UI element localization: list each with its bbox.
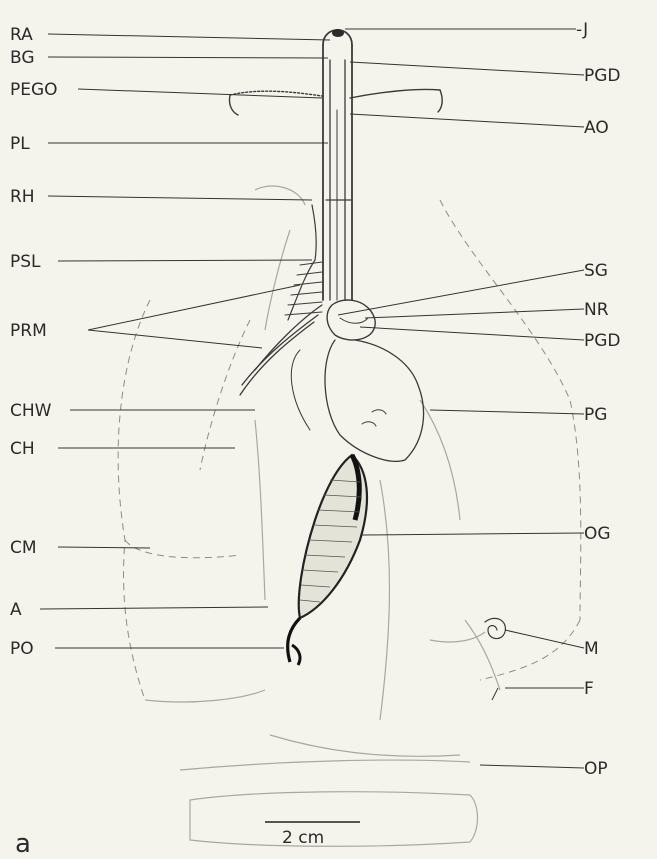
label-CHW: CHW [10, 401, 52, 421]
label-OG: OG [584, 524, 611, 544]
label-PEGO: PEGO [10, 80, 58, 100]
label-M: M [584, 639, 599, 659]
label-PL: PL [10, 134, 30, 154]
label-NR: NR [584, 300, 609, 320]
panel-letter: a [15, 829, 31, 859]
label-A: A [10, 600, 22, 620]
label-SG: SG [584, 261, 608, 281]
label-PSL: PSL [10, 252, 41, 272]
proboscis-gland [291, 340, 423, 461]
leader-lines-right [338, 29, 584, 768]
label-AO: AO [584, 118, 609, 138]
label-RA: RA [10, 25, 33, 45]
scale-bar-label: 2 cm [282, 828, 324, 848]
label-CM: CM [10, 538, 37, 558]
label-PGD-upper: PGD [584, 66, 621, 86]
label-RH: RH [10, 187, 35, 207]
scale-bar: 2 cm [265, 822, 360, 848]
proboscis [312, 29, 352, 300]
oesophageal-gland [288, 455, 367, 665]
label-PO: PO [10, 639, 34, 659]
label-J: -J [576, 20, 588, 40]
label-OP: OP [584, 759, 608, 779]
mouth [430, 618, 505, 642]
label-PGD-lower: PGD [584, 331, 621, 351]
labels-right: -J PGD AO SG NR PGD PG OG M F OP [576, 20, 621, 779]
label-PG: PG [584, 405, 607, 425]
nerve-ring [327, 300, 375, 340]
labels-left: RA BG PEGO PL RH PSL PRM CHW CH CM A PO [10, 25, 58, 659]
label-BG: BG [10, 48, 35, 68]
label-CH: CH [10, 439, 35, 459]
retractor-muscles [240, 260, 322, 395]
label-F: F [584, 679, 594, 699]
label-PRM: PRM [10, 321, 47, 341]
leader-lines-left [40, 34, 330, 648]
